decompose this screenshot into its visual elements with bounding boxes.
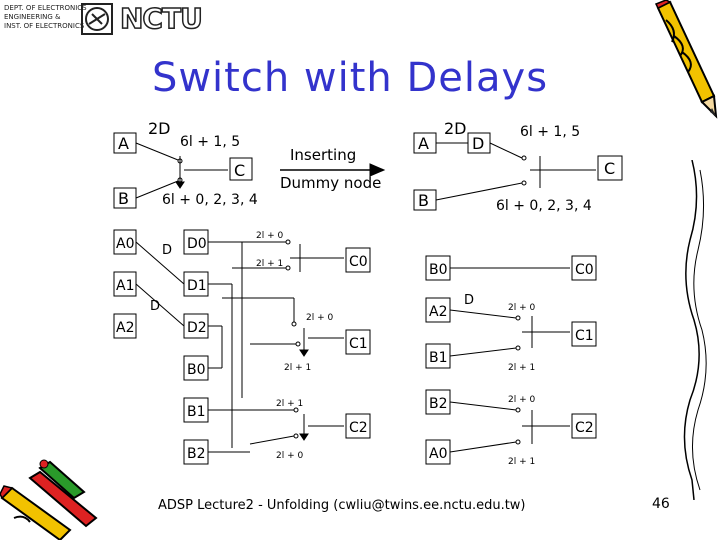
label-b-right: B: [418, 191, 429, 210]
nctu-logo: DEPT. OF ELECTRONICS ENGINEERING & INST.…: [2, 0, 204, 40]
label-b1: B1: [187, 404, 206, 420]
switch-label-6: 2l + 0: [276, 451, 303, 461]
label-c2: C2: [349, 420, 368, 436]
label-a1: A1: [116, 278, 134, 294]
logo-line-1: DEPT. OF ELECTRONICS: [4, 4, 87, 12]
label-2d: 2D: [148, 119, 171, 138]
label-a0-right: A0: [429, 446, 447, 462]
switch-delay-diagram: A B 2D 6l + 1, 5 C 6l + 0, 2, 3, 4 Inser…: [113, 119, 623, 467]
pencils-icon: [0, 459, 98, 540]
label-delay-right: D: [464, 293, 474, 308]
label-delay-2: D: [150, 299, 160, 314]
label-c0: C0: [349, 254, 368, 270]
label-b: B: [118, 189, 129, 208]
logo-mark: NCTU: [119, 1, 203, 36]
label-b0-right: B0: [429, 262, 448, 278]
decorative-border-icon: [683, 160, 707, 500]
switch-label-top-right: 6l + 1, 5: [520, 124, 580, 140]
label-b2-right: B2: [429, 396, 448, 412]
pencil-icon: [654, 0, 718, 119]
switch-label-bottom: 6l + 0, 2, 3, 4: [162, 192, 258, 208]
label-d2: D2: [187, 320, 207, 336]
label-a2: A2: [116, 320, 134, 336]
label-a-right: A: [418, 134, 429, 153]
switch-label-2: 2l + 1: [256, 259, 283, 269]
switch-label-r2: 2l + 1: [508, 363, 535, 373]
label-a2-right: A2: [429, 304, 447, 320]
label-b1-right: B1: [429, 350, 448, 366]
logo-line-2: ENGINEERING &: [4, 13, 61, 21]
label-2d-right: 2D: [444, 119, 467, 138]
label-c1: C1: [349, 336, 368, 352]
switch-label-4: 2l + 1: [284, 363, 311, 373]
logo-line-3: INST. OF ELECTRONICS: [4, 22, 85, 30]
label-c2-right: C2: [575, 420, 594, 436]
emblem-icon: [81, 3, 113, 35]
label-delay-1: D: [162, 243, 172, 258]
label-d0: D0: [187, 236, 207, 252]
label-c0-right: C0: [575, 262, 594, 278]
switch-label-top: 6l + 1, 5: [180, 134, 240, 150]
slide-title: Switch with Delays: [151, 55, 549, 101]
label-d1: D1: [187, 278, 207, 294]
switch-label-3: 2l + 0: [306, 313, 333, 323]
label-c1-right: C1: [575, 328, 594, 344]
switch-label-r4: 2l + 1: [508, 457, 535, 467]
arrow-label-dummy-node: Dummy node: [280, 174, 381, 192]
label-d-right: D: [472, 134, 484, 153]
label-c: C: [234, 161, 245, 180]
switch-label-r1: 2l + 0: [508, 303, 535, 313]
switch-label-1: 2l + 0: [256, 231, 283, 241]
switch-label-r3: 2l + 0: [508, 395, 535, 405]
switch-label-5: 2l + 1: [276, 399, 303, 409]
label-a: A: [118, 134, 129, 153]
arrow-label-inserting: Inserting: [290, 146, 356, 164]
label-b2: B2: [187, 446, 206, 462]
label-b0: B0: [187, 362, 206, 378]
page-number: 46: [652, 496, 670, 512]
label-c-right: C: [604, 159, 615, 178]
label-a0: A0: [116, 236, 134, 252]
switch-label-bottom-right: 6l + 0, 2, 3, 4: [496, 198, 592, 214]
footer-text: ADSP Lecture2 - Unfolding (cwliu@twins.e…: [158, 498, 526, 513]
